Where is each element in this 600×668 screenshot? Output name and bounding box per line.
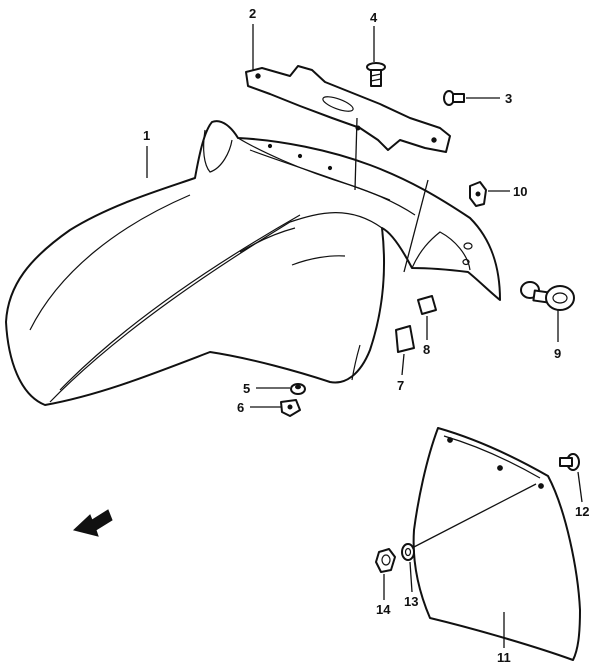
front-arrow-icon bbox=[72, 509, 113, 537]
clip-10 bbox=[469, 181, 487, 207]
callout-4: 4 bbox=[370, 10, 378, 25]
front-fender bbox=[5, 120, 501, 406]
callout-1: 1 bbox=[143, 128, 150, 143]
callout-7: 7 bbox=[397, 378, 404, 393]
clip-nut-6 bbox=[280, 399, 301, 417]
callouts: 1 2 3 4 5 6 7 8 9 10 11 12 13 14 bbox=[143, 6, 589, 665]
callout-3: 3 bbox=[505, 91, 512, 106]
screw-12 bbox=[559, 453, 580, 471]
cushion-7 bbox=[395, 325, 415, 353]
callout-11: 11 bbox=[497, 650, 511, 665]
callout-6: 6 bbox=[237, 400, 244, 415]
fender-brace-plate bbox=[245, 65, 451, 153]
callout-14: 14 bbox=[376, 602, 391, 617]
screw-3 bbox=[443, 90, 465, 106]
washer-13 bbox=[401, 543, 415, 561]
callout-13: 13 bbox=[404, 594, 418, 609]
nut-14 bbox=[375, 548, 396, 573]
callout-5: 5 bbox=[243, 381, 250, 396]
nut-5 bbox=[290, 383, 306, 395]
mud-flap-11 bbox=[412, 427, 581, 661]
grommet-9 bbox=[520, 281, 575, 311]
callout-2: 2 bbox=[249, 6, 256, 21]
callout-8: 8 bbox=[423, 342, 430, 357]
screw-upper bbox=[366, 62, 386, 87]
cushion-8 bbox=[417, 295, 437, 315]
callout-9: 9 bbox=[554, 346, 561, 361]
callout-10: 10 bbox=[513, 184, 527, 199]
leader-lines bbox=[146, 24, 583, 648]
callout-12: 12 bbox=[575, 504, 589, 519]
